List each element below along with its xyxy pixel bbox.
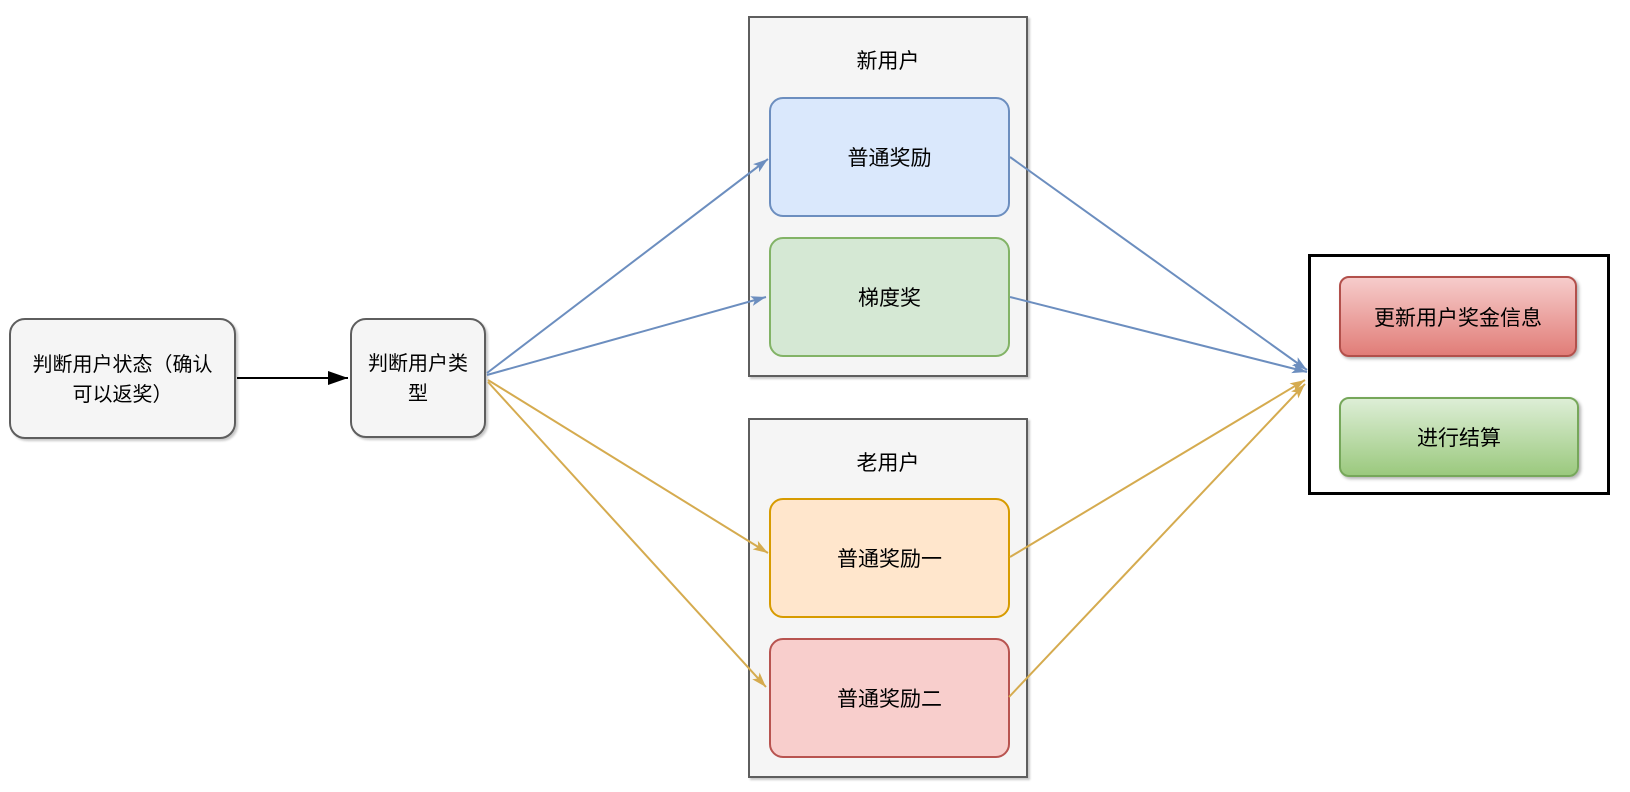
edge-type-to-old-normal-1 xyxy=(487,379,769,554)
node-judge-user-type: 判断用户类型 xyxy=(350,318,486,438)
node-judge-user-status: 判断用户状态（确认可以返奖） xyxy=(9,318,236,439)
edge-new-normal-to-result xyxy=(1009,156,1308,371)
edge-old-normal-1-to-result xyxy=(1009,379,1306,558)
node-update-bonus-info: 更新用户奖金信息 xyxy=(1339,276,1577,357)
node-old-normal-reward-2: 普通奖励二 xyxy=(769,638,1010,758)
node-old-normal-reward-1: 普通奖励一 xyxy=(769,498,1010,618)
node-new-gradient-reward: 梯度奖 xyxy=(769,237,1010,357)
edge-old-normal-2-to-result xyxy=(1008,383,1306,698)
group-old-user-title: 老用户 xyxy=(856,451,920,475)
node-do-settlement: 进行结算 xyxy=(1339,397,1579,477)
group-new-user-title: 新用户 xyxy=(856,49,920,73)
edge-type-to-old-normal-2 xyxy=(487,381,767,688)
edge-type-to-new-normal xyxy=(486,158,769,374)
edge-type-to-new-gradient xyxy=(486,296,767,376)
edge-new-gradient-to-result xyxy=(1009,296,1308,374)
node-new-normal-reward: 普通奖励 xyxy=(769,97,1010,217)
